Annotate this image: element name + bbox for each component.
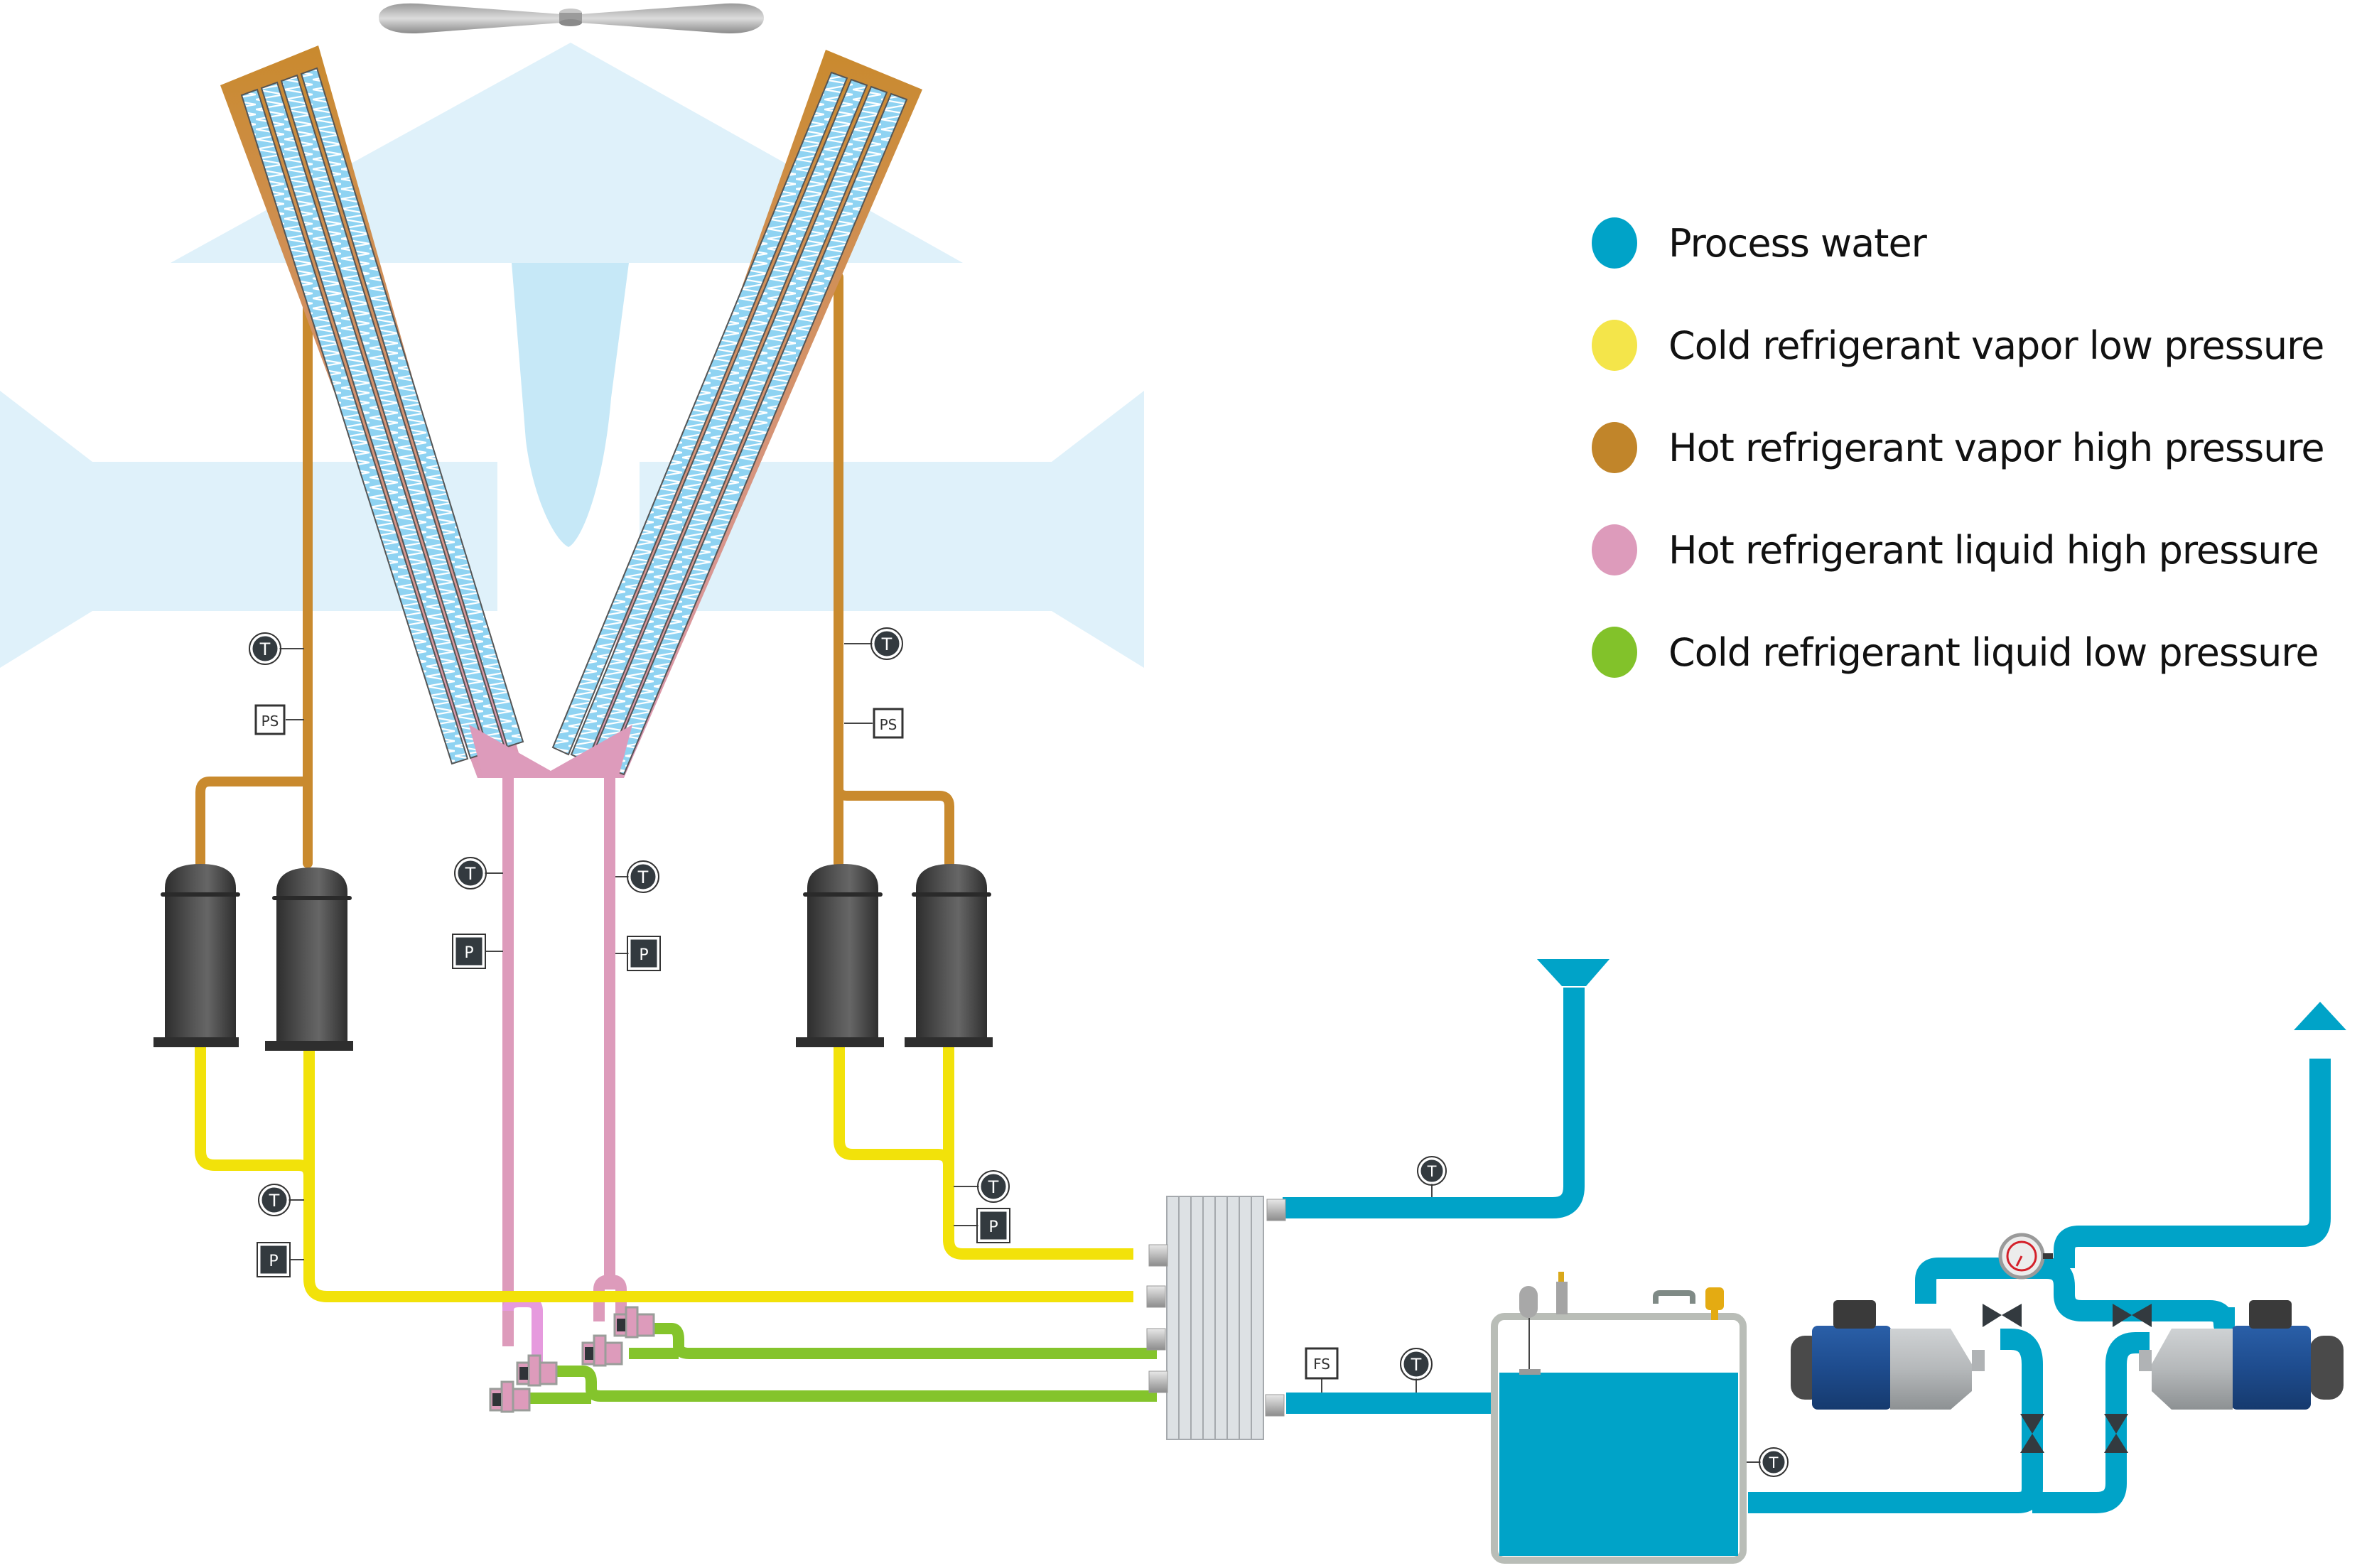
pressure-sensor-icon: P	[452, 934, 503, 969]
pipe-cold-liquid-2	[554, 1366, 1157, 1402]
legend-label: Process water	[1668, 220, 1927, 266]
cold-liquid-pipes	[522, 1323, 1157, 1404]
svg-text:P: P	[464, 944, 473, 962]
pressure-switch-icon: PS	[254, 704, 304, 735]
pump-left	[1791, 1300, 1985, 1410]
temperature-sensor-icon: T	[258, 1184, 304, 1216]
svg-text:T: T	[1427, 1163, 1437, 1180]
expansion-valve	[516, 1354, 558, 1387]
temperature-sensor-icon: T	[844, 627, 903, 660]
legend-item-cold-liquid-low: Cold refrigerant liquid low pressure	[1592, 601, 2324, 703]
svg-text:PS: PS	[880, 716, 897, 733]
flow-switch-icon: FS	[1305, 1347, 1339, 1393]
pressure-gauge-icon	[1998, 1233, 2053, 1280]
legend-dot-icon	[1592, 524, 1637, 575]
sensors: T PS T PS T P T P T P T P T FS T T	[249, 627, 1789, 1477]
expansion-valves	[489, 1306, 655, 1413]
pipe-water-return	[1283, 988, 1585, 1218]
legend-label: Cold refrigerant liquid low pressure	[1668, 629, 2319, 675]
expansion-valve	[581, 1334, 623, 1367]
airflow-left-inlet	[0, 391, 497, 668]
pressure-sensor-icon: P	[615, 936, 661, 971]
airflow-center-plume	[512, 263, 629, 547]
legend-label: Cold refrigerant vapor low pressure	[1668, 323, 2324, 368]
legend-dot-icon	[1592, 422, 1637, 473]
gate-valve	[2104, 1414, 2128, 1453]
svg-text:P: P	[269, 1253, 278, 1270]
legend-dot-icon	[1592, 217, 1637, 269]
pump-right	[2139, 1300, 2344, 1410]
compressor	[796, 864, 884, 1047]
svg-text:T: T	[269, 1191, 280, 1211]
airflow-right-inlet	[640, 391, 1144, 668]
svg-text:T: T	[259, 639, 271, 659]
hot-liquid-pipes	[502, 778, 627, 1371]
water-outlet-arrow	[2294, 1002, 2346, 1030]
compressor	[265, 867, 353, 1051]
condenser-manifold	[469, 725, 632, 778]
svg-text:T: T	[465, 864, 476, 884]
water-inlet-funnel	[1537, 959, 1609, 986]
svg-text:T: T	[988, 1177, 999, 1197]
svg-text:FS: FS	[1313, 1356, 1330, 1373]
temperature-sensor-icon: T	[249, 632, 304, 665]
hot-vapor-pipes	[195, 272, 954, 868]
compressors	[153, 864, 993, 1051]
pressure-sensor-icon: P	[954, 1208, 1010, 1243]
plate-heat-exchanger	[1146, 1196, 1286, 1440]
svg-text:T: T	[1411, 1355, 1422, 1375]
svg-text:PS: PS	[261, 713, 279, 730]
airflow-background	[0, 43, 1144, 668]
pipe-pump-discharge	[1915, 1258, 2235, 1336]
pipe-cold-liquid-1	[643, 1323, 1157, 1359]
expansion-valve	[613, 1306, 655, 1339]
legend-item-process-water: Process water	[1592, 192, 2324, 294]
pressure-switch-icon: PS	[844, 708, 904, 739]
compressor	[153, 864, 240, 1047]
legend-label: Hot refrigerant vapor high pressure	[1668, 425, 2325, 470]
gate-valve	[2113, 1304, 2152, 1327]
temperature-sensor-icon: T	[1417, 1156, 1447, 1197]
temperature-sensor-icon: T	[1400, 1348, 1433, 1393]
temperature-sensor-icon: T	[454, 857, 503, 890]
cold-vapor-pipes	[195, 1044, 1133, 1302]
expansion-valve	[489, 1380, 531, 1413]
coil-tubes	[551, 71, 908, 776]
legend-label: Hot refrigerant liquid high pressure	[1668, 527, 2319, 573]
svg-text:P: P	[639, 946, 648, 964]
temperature-sensor-icon: T	[954, 1170, 1010, 1203]
svg-text:T: T	[637, 867, 649, 887]
coil-tubes	[240, 67, 524, 765]
legend-dot-icon	[1592, 627, 1637, 678]
airflow-up-arrow	[171, 43, 963, 263]
svg-text:P: P	[988, 1218, 998, 1236]
compressor	[905, 864, 993, 1047]
legend-item-cold-vapor-low: Cold refrigerant vapor low pressure	[1592, 294, 2324, 396]
process-water-pipes	[1283, 988, 2331, 1513]
legend-dot-icon	[1592, 320, 1637, 371]
svg-text:T: T	[881, 634, 893, 654]
temperature-sensor-icon: T	[1747, 1447, 1789, 1477]
gate-valve	[2020, 1414, 2044, 1453]
gate-valve	[1983, 1304, 2022, 1327]
legend: Process water Cold refrigerant vapor low…	[1592, 192, 2325, 703]
pressure-sensor-icon: P	[257, 1242, 304, 1277]
gate-valves	[1983, 1304, 2152, 1453]
water-tank	[1491, 1272, 1747, 1564]
temperature-sensor-icon: T	[615, 860, 659, 893]
condenser-coil-left	[220, 45, 526, 778]
legend-item-hot-vapor-high: Hot refrigerant vapor high pressure	[1592, 396, 2325, 499]
legend-item-hot-liquid-high: Hot refrigerant liquid high pressure	[1592, 499, 2324, 601]
condenser-coil-right	[551, 50, 922, 778]
fan-icon	[379, 3, 764, 34]
svg-text:T: T	[1769, 1454, 1779, 1471]
